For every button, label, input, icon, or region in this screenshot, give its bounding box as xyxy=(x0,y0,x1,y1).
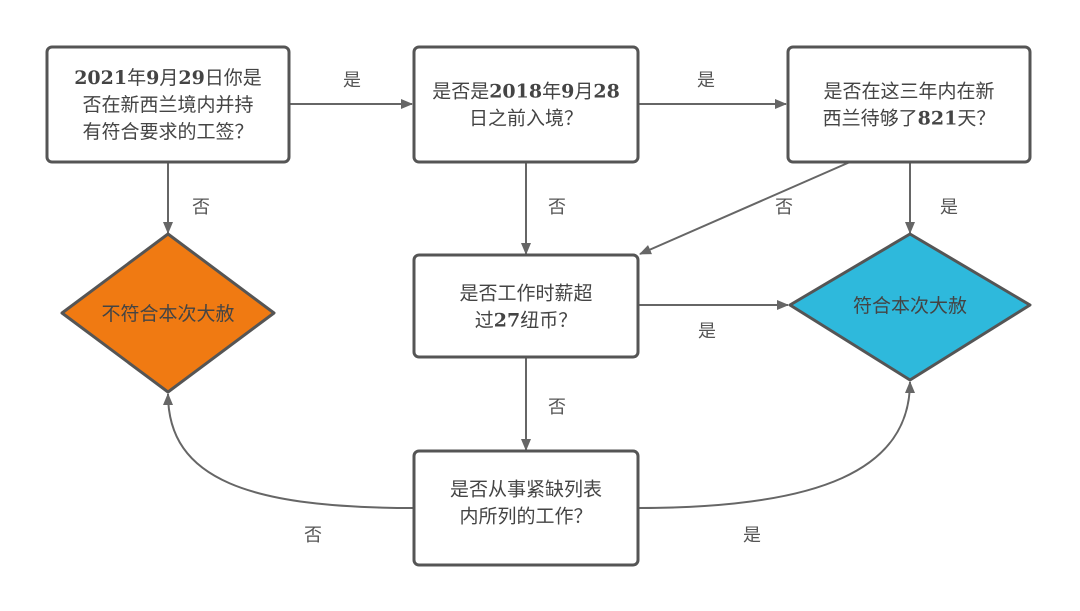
edge-q3-q4 xyxy=(639,161,851,255)
text-segment: 月 xyxy=(574,81,593,103)
text-segment: 是否是 xyxy=(432,81,489,103)
edge-label-q3-q4: 否 xyxy=(775,197,793,218)
text-segment: 纽币？ xyxy=(520,310,577,332)
edge-label-q5-no: 否 xyxy=(304,525,322,546)
edge-label-q1-no: 否 xyxy=(192,197,210,218)
edge-q5-not-eligible xyxy=(163,393,415,509)
eligible-label: 符合本次大赦 xyxy=(853,295,967,317)
text-segment: 是否在这三年内在新 xyxy=(823,81,994,103)
edge-label-q1-q2: 是 xyxy=(343,70,361,91)
text-line: 西兰待够了821天？ xyxy=(823,108,996,130)
text-line: 2021年9月29日你是 xyxy=(74,67,262,89)
text-segment: 年 xyxy=(127,67,146,89)
question-box-work-visa xyxy=(45,45,291,164)
text-segment: 是否从事紧缺列表 xyxy=(450,479,602,501)
text-line: 是否工作时薪超 xyxy=(459,283,592,305)
edge-label-q2-q4: 否 xyxy=(548,197,566,218)
bold-number: 2021 xyxy=(74,67,127,89)
question-box-hourly-wage xyxy=(412,253,640,359)
text-line: 是否是2018年9月28 xyxy=(432,81,620,103)
question-text-work-visa: 2021年9月29日你是否在新西兰境内并持有符合要求的工签？ xyxy=(74,67,262,143)
not-eligible-diamond xyxy=(60,232,276,394)
question-text-skill-shortage: 是否从事紧缺列表内所列的工作？ xyxy=(450,479,602,528)
text-segment: 过 xyxy=(475,310,494,332)
text-line: 内所列的工作？ xyxy=(459,506,592,528)
bold-number: 29 xyxy=(178,67,204,89)
question-text-821-days: 是否在这三年内在新西兰待够了821天？ xyxy=(823,81,996,130)
text-segment: 月 xyxy=(159,67,178,89)
text-segment: 西兰待够了 xyxy=(823,108,918,130)
bold-number: 9 xyxy=(146,67,159,89)
bold-number: 28 xyxy=(593,81,619,103)
edge-label-q4-yes: 是 xyxy=(698,321,716,342)
eligible-diamond xyxy=(788,232,1032,382)
edge-label-q4-q5: 否 xyxy=(548,397,566,418)
question-text-hourly-wage: 是否工作时薪超过27纽币？ xyxy=(459,283,592,332)
text-segment: 日之前入境？ xyxy=(469,108,583,130)
text-line: 过27纽币？ xyxy=(475,310,577,332)
question-text-entry-date: 是否是2018年9月28 日之前入境？ xyxy=(432,81,620,130)
text-segment: 有符合要求的工签？ xyxy=(82,121,253,143)
question-box-entry-date xyxy=(412,45,640,164)
text-line: 是否在这三年内在新 xyxy=(823,81,994,103)
text-line: 是否从事紧缺列表 xyxy=(450,479,602,501)
text-segment: 是否工作时薪超 xyxy=(459,283,592,305)
text-line: 日之前入境？ xyxy=(469,108,583,130)
bold-number: 821 xyxy=(918,108,958,130)
text-line: 有符合要求的工签？ xyxy=(82,121,253,143)
edge-label-q2-q3: 是 xyxy=(697,70,715,91)
text-segment: 日你是 xyxy=(205,67,262,89)
question-box-skill-shortage xyxy=(412,449,640,567)
edge-label-q3-yes: 是 xyxy=(940,197,958,218)
text-segment: 否在新西兰境内并持 xyxy=(82,94,253,116)
edge-q5-eligible xyxy=(637,381,915,509)
text-segment: 内所列的工作？ xyxy=(459,506,592,528)
bold-number: 27 xyxy=(494,310,520,332)
text-segment: 天？ xyxy=(957,108,995,130)
edge-label-q5-yes: 是 xyxy=(743,525,761,546)
text-segment: 年 xyxy=(542,81,561,103)
bold-number: 2018 xyxy=(489,81,542,103)
not-eligible-label: 不符合本次大赦 xyxy=(101,303,234,325)
question-box-821-days xyxy=(786,45,1032,164)
bold-number: 9 xyxy=(561,81,574,103)
text-line: 否在新西兰境内并持 xyxy=(82,94,253,116)
